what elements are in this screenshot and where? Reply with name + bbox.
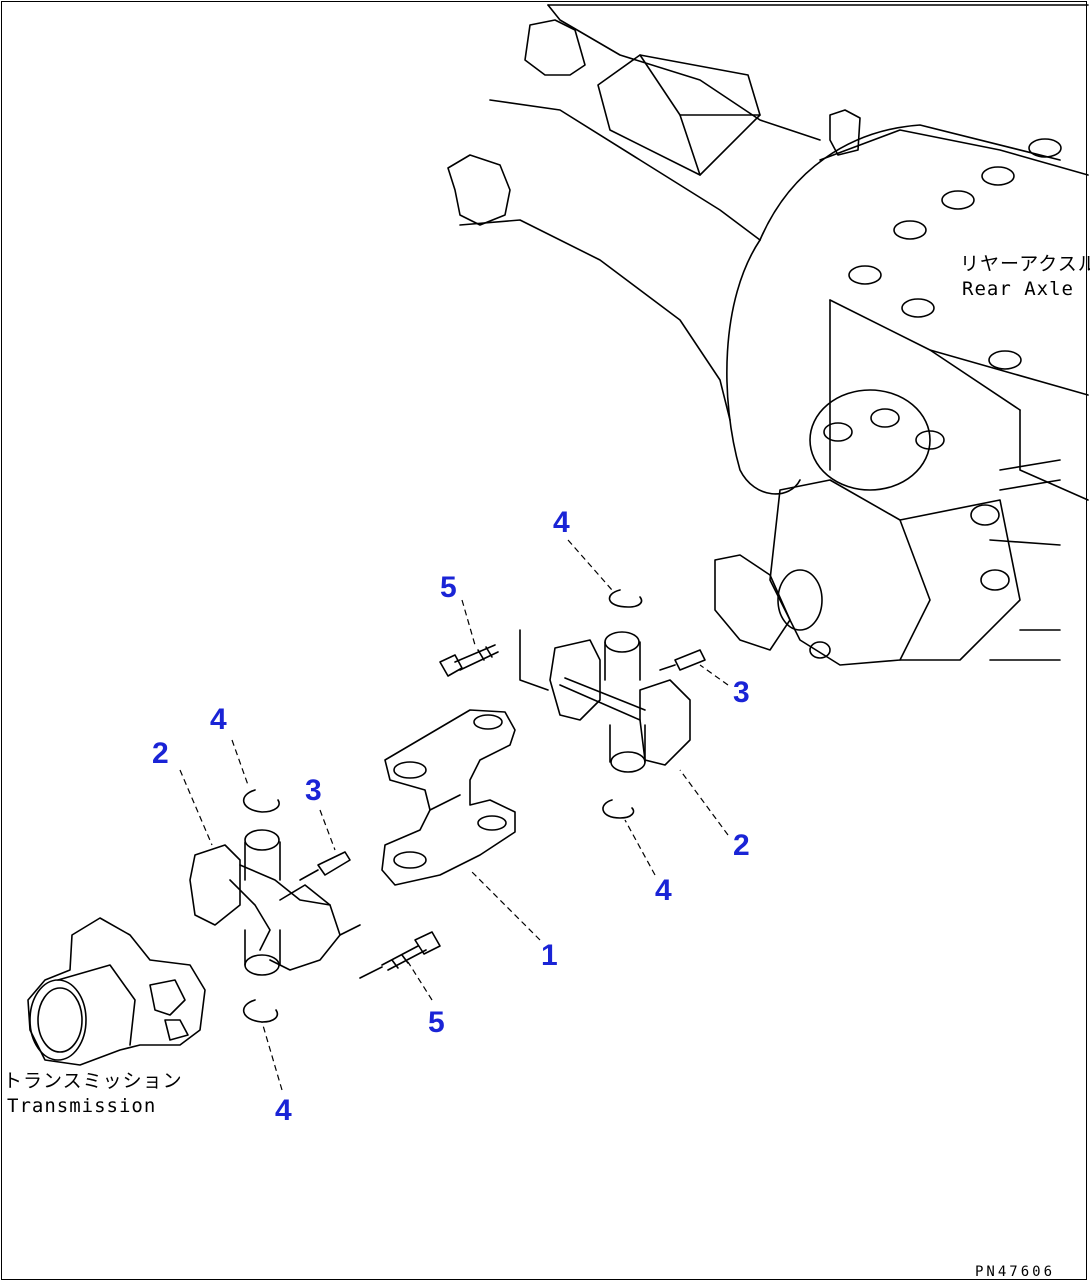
callout-3: 3	[305, 774, 322, 807]
callout-4: 4	[275, 1094, 292, 1127]
callout-4: 4	[210, 703, 227, 736]
center-yoke	[381, 709, 516, 886]
grease-fitting-right	[659, 649, 706, 671]
bolt-lower	[359, 931, 441, 979]
transmission-label-jp: トランスミッション	[3, 1070, 183, 1092]
bolt-upper	[439, 644, 499, 677]
universal-joint-cross-right	[519, 629, 691, 773]
rear-axle-label-jp: リヤーアクスル	[960, 253, 1090, 275]
drawing-code: PN47606	[975, 1264, 1055, 1280]
callout-2: 2	[152, 737, 169, 770]
grease-fitting-left	[299, 851, 351, 881]
callout-4: 4	[553, 506, 570, 539]
transmission-flange	[27, 917, 206, 1066]
callout-4: 4	[655, 874, 672, 907]
snap-rings	[243, 589, 643, 1023]
rear-axle-housing	[447, 4, 1089, 666]
leader-lines	[179, 539, 729, 1091]
rear-axle-label-en: Rear Axle	[962, 278, 1074, 300]
callout-5: 5	[440, 571, 457, 604]
callout-5: 5	[428, 1006, 445, 1039]
transmission-label-en: Transmission	[7, 1095, 156, 1117]
universal-joint-cross-left	[189, 829, 361, 976]
callout-1: 1	[541, 939, 558, 972]
callout-3: 3	[733, 676, 750, 709]
callout-2: 2	[733, 829, 750, 862]
